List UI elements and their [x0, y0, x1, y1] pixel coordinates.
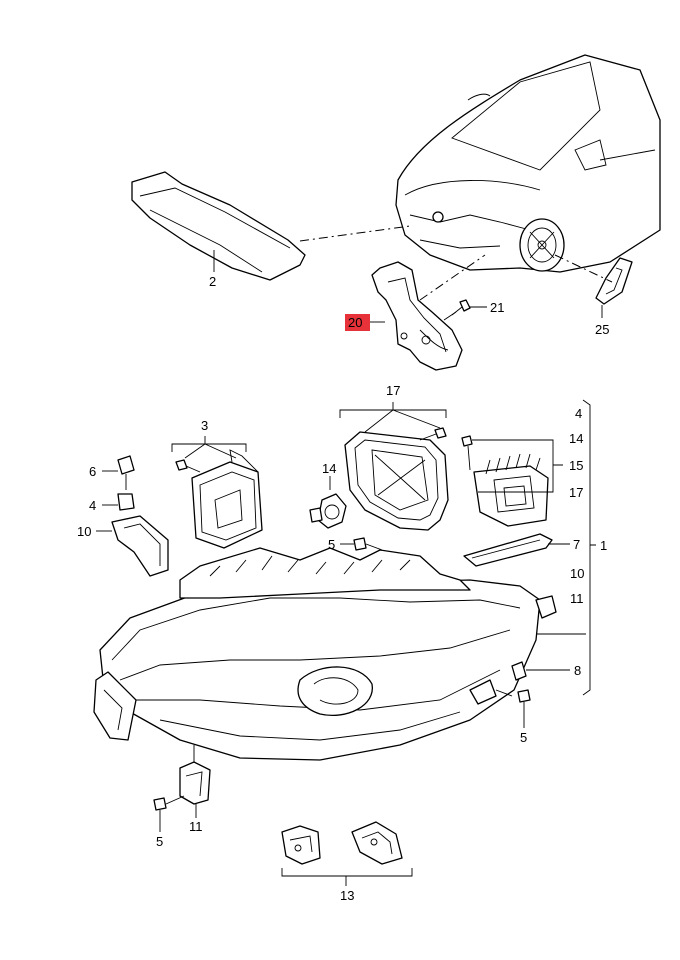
- callout-4[interactable]: 4: [89, 498, 96, 513]
- part-5-screw-b: [517, 689, 531, 716]
- bracket-1: [582, 399, 596, 696]
- callout-10-right[interactable]: 10: [570, 566, 584, 581]
- part-14-screw: [461, 435, 473, 471]
- callout-4-right[interactable]: 4: [575, 406, 582, 421]
- part-13-repair-bracket-b: [351, 821, 403, 865]
- callout-3[interactable]: 3: [201, 418, 208, 433]
- callout-14-right[interactable]: 14: [569, 431, 583, 446]
- callout-10[interactable]: 10: [77, 524, 91, 539]
- dash-line-2: [299, 225, 411, 242]
- callout-25[interactable]: 25: [595, 322, 609, 337]
- part-15-led-module: [473, 453, 549, 527]
- part-13-repair-bracket-a: [281, 825, 321, 865]
- part-2-trim-strip: [131, 171, 306, 281]
- part-20-bracket: [371, 261, 463, 371]
- part-14-bulb: [309, 493, 347, 529]
- callout-5-right[interactable]: 5: [520, 730, 527, 745]
- callout-7[interactable]: 7: [573, 537, 580, 552]
- callout-5-upper[interactable]: 5: [328, 537, 335, 552]
- part-3-screw: [175, 459, 201, 473]
- part-6-screw: [117, 455, 135, 490]
- part-21-screw: [443, 299, 471, 321]
- callout-8[interactable]: 8: [574, 663, 581, 678]
- part-5-screw-a: [353, 537, 383, 551]
- part-8-clip: [511, 661, 527, 681]
- callout-2[interactable]: 2: [209, 274, 216, 289]
- callout-13[interactable]: 13: [340, 888, 354, 903]
- callout-21[interactable]: 21: [490, 300, 504, 315]
- bracket-17: [339, 402, 447, 433]
- part-1-headlight: [93, 547, 557, 761]
- callout-15[interactable]: 15: [569, 458, 583, 473]
- part-17-seal-frame: [344, 431, 449, 531]
- callout-11-right[interactable]: 11: [570, 591, 584, 606]
- callout-1[interactable]: 1: [600, 538, 607, 553]
- part-17-screw-a: [419, 427, 447, 441]
- dash-line-20: [419, 254, 486, 301]
- part-3-control-unit: [191, 449, 263, 549]
- bracket-13: [281, 868, 413, 886]
- callout-6[interactable]: 6: [89, 464, 96, 479]
- part-5-screw-c: [153, 795, 185, 811]
- part-11-bracket: [179, 761, 211, 805]
- callout-17-right[interactable]: 17: [569, 485, 583, 500]
- part-20-highlight: [345, 314, 370, 331]
- callout-20[interactable]: 20: [348, 315, 362, 330]
- lead-right-mount: [495, 689, 513, 697]
- part-4-clip: [117, 493, 135, 511]
- callout-14[interactable]: 14: [322, 461, 336, 476]
- bracket-3: [171, 436, 247, 459]
- part-10-holder: [111, 515, 169, 577]
- callout-11[interactable]: 11: [189, 819, 203, 834]
- dash-line-25: [554, 254, 613, 283]
- callout-5-lower[interactable]: 5: [156, 834, 163, 849]
- part-25-side-trim: [595, 257, 633, 305]
- vehicle-illustration: [395, 54, 661, 273]
- callout-17-top[interactable]: 17: [386, 383, 400, 398]
- bracket-15: [472, 439, 563, 493]
- part-7-heat-shield: [463, 533, 553, 567]
